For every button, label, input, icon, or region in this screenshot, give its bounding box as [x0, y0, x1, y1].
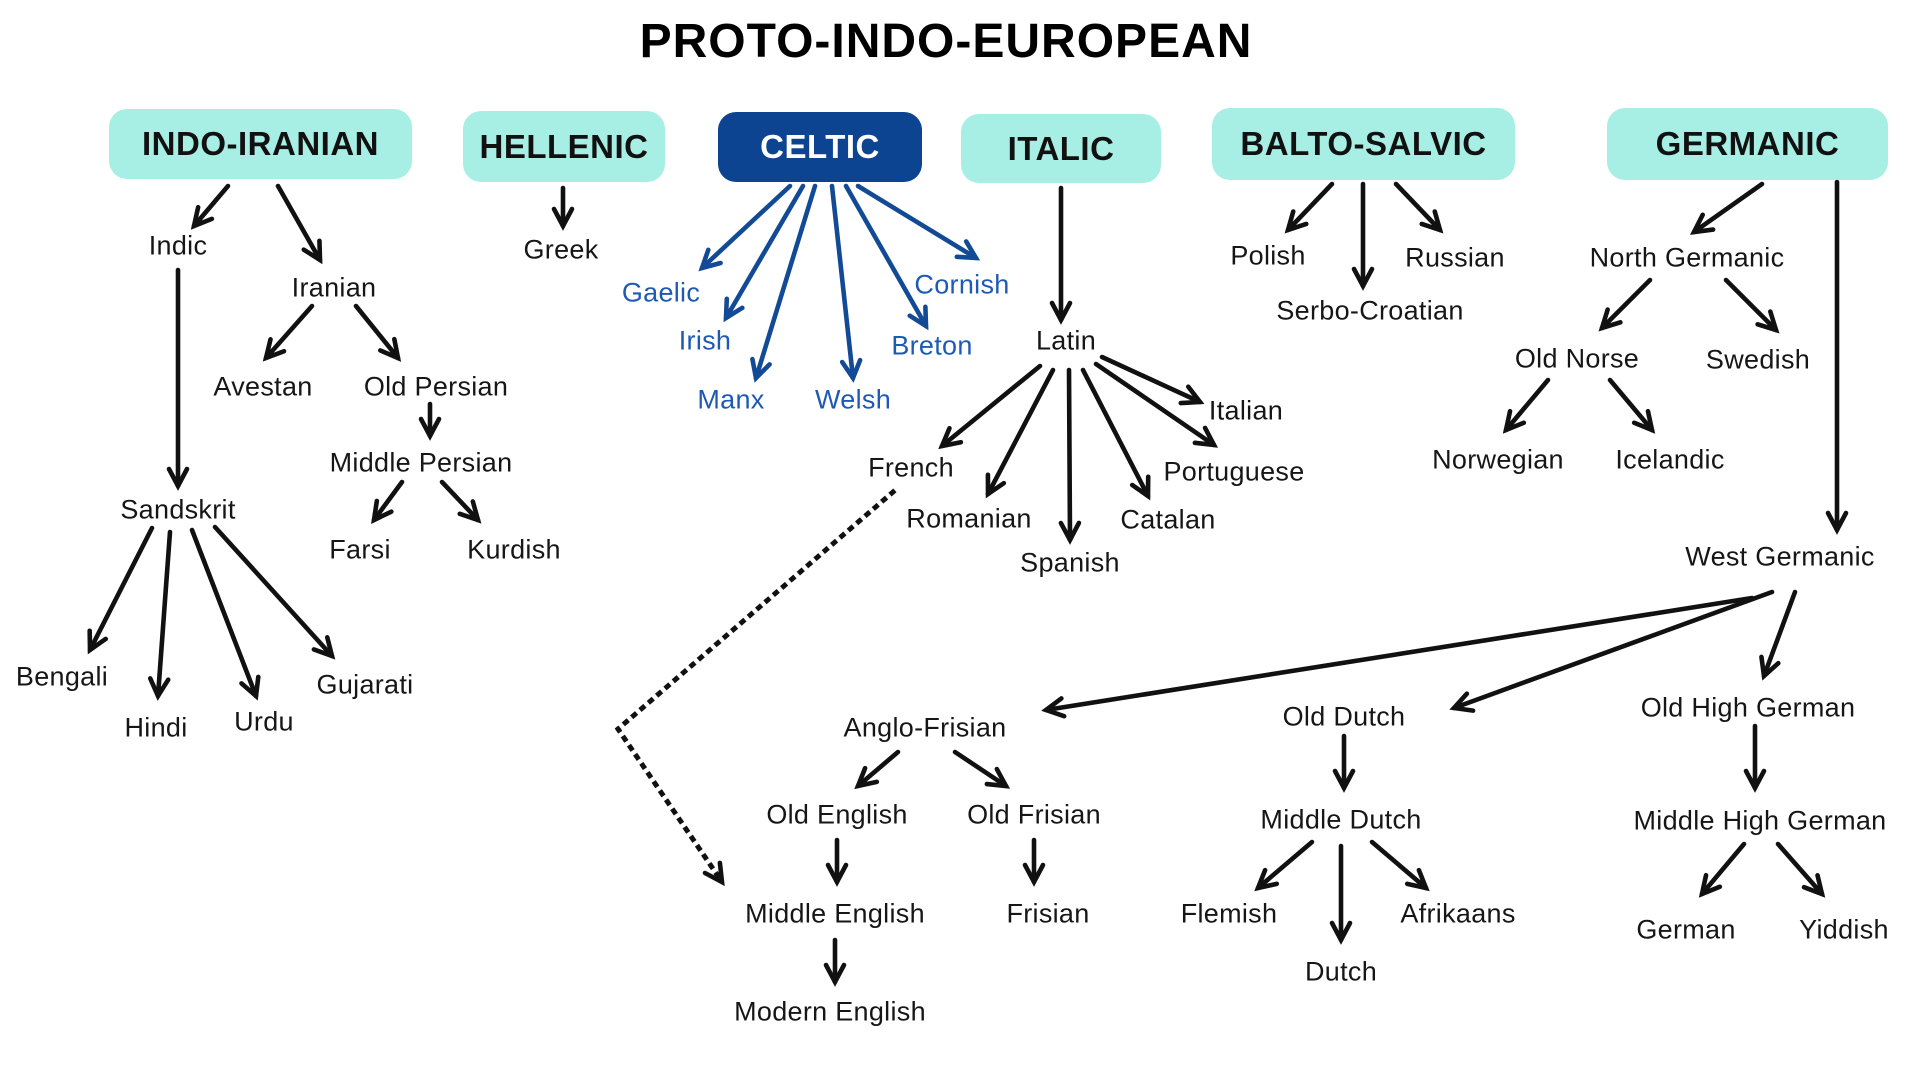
node-latin: Latin: [1035, 325, 1097, 356]
node-old-high-german: Old High German: [1640, 692, 1856, 723]
node-portuguese: Portuguese: [1163, 456, 1305, 487]
arrow-indo-iranian-to-iranian: [275, 183, 323, 265]
node-gujarati: Gujarati: [316, 669, 414, 700]
arrow-latin-to-french: [938, 363, 1043, 450]
arrow-sandskrit-to-bengali: [87, 525, 155, 655]
arrow-old-norse-to-norwegian: [1502, 377, 1551, 434]
node-bengali: Bengali: [15, 661, 109, 692]
arrow-celtic-to-gaelic: [698, 183, 793, 272]
arrow-balto-to-polish: [1284, 181, 1335, 234]
arrow-sandskrit-to-hindi: [147, 529, 173, 701]
node-middle-english: Middle English: [745, 898, 925, 929]
node-cornish: Cornish: [914, 269, 1010, 300]
node-middle-dutch: Middle Dutch: [1260, 804, 1422, 835]
arrow-middle-high-german-to-german: [1698, 841, 1747, 898]
node-polish: Polish: [1230, 240, 1306, 271]
arrow-west-germanic-to-anglo-frisian: [1041, 595, 1755, 719]
node-sandskrit: Sandskrit: [120, 494, 236, 525]
node-swedish: Swedish: [1705, 344, 1811, 375]
arrow-latin-to-italian: [1099, 354, 1205, 406]
arrow-celtic-to-breton: [843, 183, 929, 331]
arrow-north-germanic-to-swedish: [1723, 277, 1780, 334]
arrow-iranian-to-avestan: [262, 303, 315, 362]
branch-box-balto-salvic: BALTO-SALVIC: [1212, 108, 1515, 180]
node-anglo-frisian: Anglo-Frisian: [843, 712, 1007, 743]
arrow-middle-persian-to-kurdish: [439, 479, 482, 524]
arrow-anglo-frisian-to-old-english: [854, 749, 901, 790]
dotted-link-french-to-middle-english: [614, 488, 897, 887]
arrow-middle-dutch-to-afrikaans: [1369, 839, 1430, 892]
arrow-germanic-to-north-germanic: [1689, 181, 1765, 235]
arrow-north-germanic-to-old-norse: [1598, 277, 1653, 332]
node-middle-persian: Middle Persian: [329, 447, 513, 478]
node-hindi: Hindi: [124, 712, 188, 743]
node-icelandic: Icelandic: [1615, 444, 1725, 475]
arrow-middle-persian-to-farsi: [371, 479, 405, 524]
node-kurdish: Kurdish: [467, 534, 561, 565]
node-irish: Irish: [678, 325, 732, 356]
arrow-middle-dutch-to-flemish: [1254, 839, 1315, 892]
node-old-english: Old English: [766, 799, 908, 830]
node-catalan: Catalan: [1120, 504, 1216, 535]
diagram-title: PROTO-INDO-EUROPEAN: [639, 15, 1253, 68]
node-greek: Greek: [523, 234, 599, 265]
node-norwegian: Norwegian: [1432, 444, 1564, 475]
node-iranian: Iranian: [291, 272, 377, 303]
node-urdu: Urdu: [234, 706, 294, 737]
node-old-norse: Old Norse: [1514, 343, 1640, 374]
node-french: French: [868, 452, 954, 483]
node-old-persian: Old Persian: [363, 371, 509, 402]
node-modern-english: Modern English: [734, 996, 926, 1027]
node-russian: Russian: [1405, 242, 1505, 273]
node-north-germanic: North Germanic: [1589, 242, 1785, 273]
arrow-west-germanic-to-old-dutch: [1449, 589, 1775, 713]
arrow-celtic-to-welsh: [829, 183, 863, 383]
node-west-germanic: West Germanic: [1685, 541, 1875, 572]
branch-box-hellenic: HELLENIC: [463, 111, 665, 182]
node-old-frisian: Old Frisian: [967, 799, 1101, 830]
arrow-celtic-to-irish: [723, 183, 806, 323]
arrow-balto-to-russian: [1393, 181, 1444, 234]
arrow-middle-high-german-to-yiddish: [1775, 841, 1826, 898]
arrow-celtic-to-cornish: [855, 183, 981, 261]
node-indic: Indic: [148, 230, 208, 261]
arrow-latin-to-portuguese: [1093, 361, 1219, 448]
node-breton: Breton: [891, 330, 973, 361]
node-serbo-croatian: Serbo-Croatian: [1276, 295, 1464, 326]
node-old-dutch: Old Dutch: [1282, 701, 1406, 732]
arrow-old-norse-to-icelandic: [1607, 377, 1656, 434]
node-gaelic: Gaelic: [621, 277, 701, 308]
node-romanian: Romanian: [906, 503, 1032, 534]
arrow-latin-to-romanian: [985, 367, 1056, 499]
node-spanish: Spanish: [1020, 547, 1120, 578]
node-farsi: Farsi: [329, 534, 391, 565]
node-dutch: Dutch: [1304, 956, 1378, 987]
branch-box-germanic: GERMANIC: [1607, 108, 1888, 180]
node-afrikaans: Afrikaans: [1400, 898, 1516, 929]
node-flemish: Flemish: [1180, 898, 1278, 929]
node-welsh: Welsh: [814, 384, 892, 415]
arrow-latin-to-spanish: [1058, 367, 1082, 545]
arrow-west-germanic-to-old-high-german: [1759, 589, 1798, 681]
node-frisian: Frisian: [1006, 898, 1090, 929]
node-yiddish: Yiddish: [1799, 914, 1889, 945]
branch-box-indo-iranian: INDO-IRANIAN: [109, 109, 412, 179]
branch-box-celtic: CELTIC: [718, 112, 922, 182]
node-avestan: Avestan: [213, 371, 313, 402]
arrow-indo-iranian-to-indic: [190, 183, 231, 230]
arrow-sandskrit-to-gujarati: [212, 524, 336, 660]
arrow-iranian-to-old-persian: [353, 303, 402, 362]
node-italian: Italian: [1208, 395, 1284, 426]
branch-box-italic: ITALIC: [961, 114, 1161, 183]
arrow-sandskrit-to-urdu: [189, 527, 261, 701]
node-manx: Manx: [697, 384, 765, 415]
arrow-latin-to-catalan: [1080, 367, 1151, 501]
arrow-anglo-frisian-to-old-frisian: [952, 749, 1011, 789]
arrow-celtic-to-manx: [750, 183, 818, 383]
node-german: German: [1636, 914, 1736, 945]
node-middle-high-german: Middle High German: [1633, 805, 1887, 836]
